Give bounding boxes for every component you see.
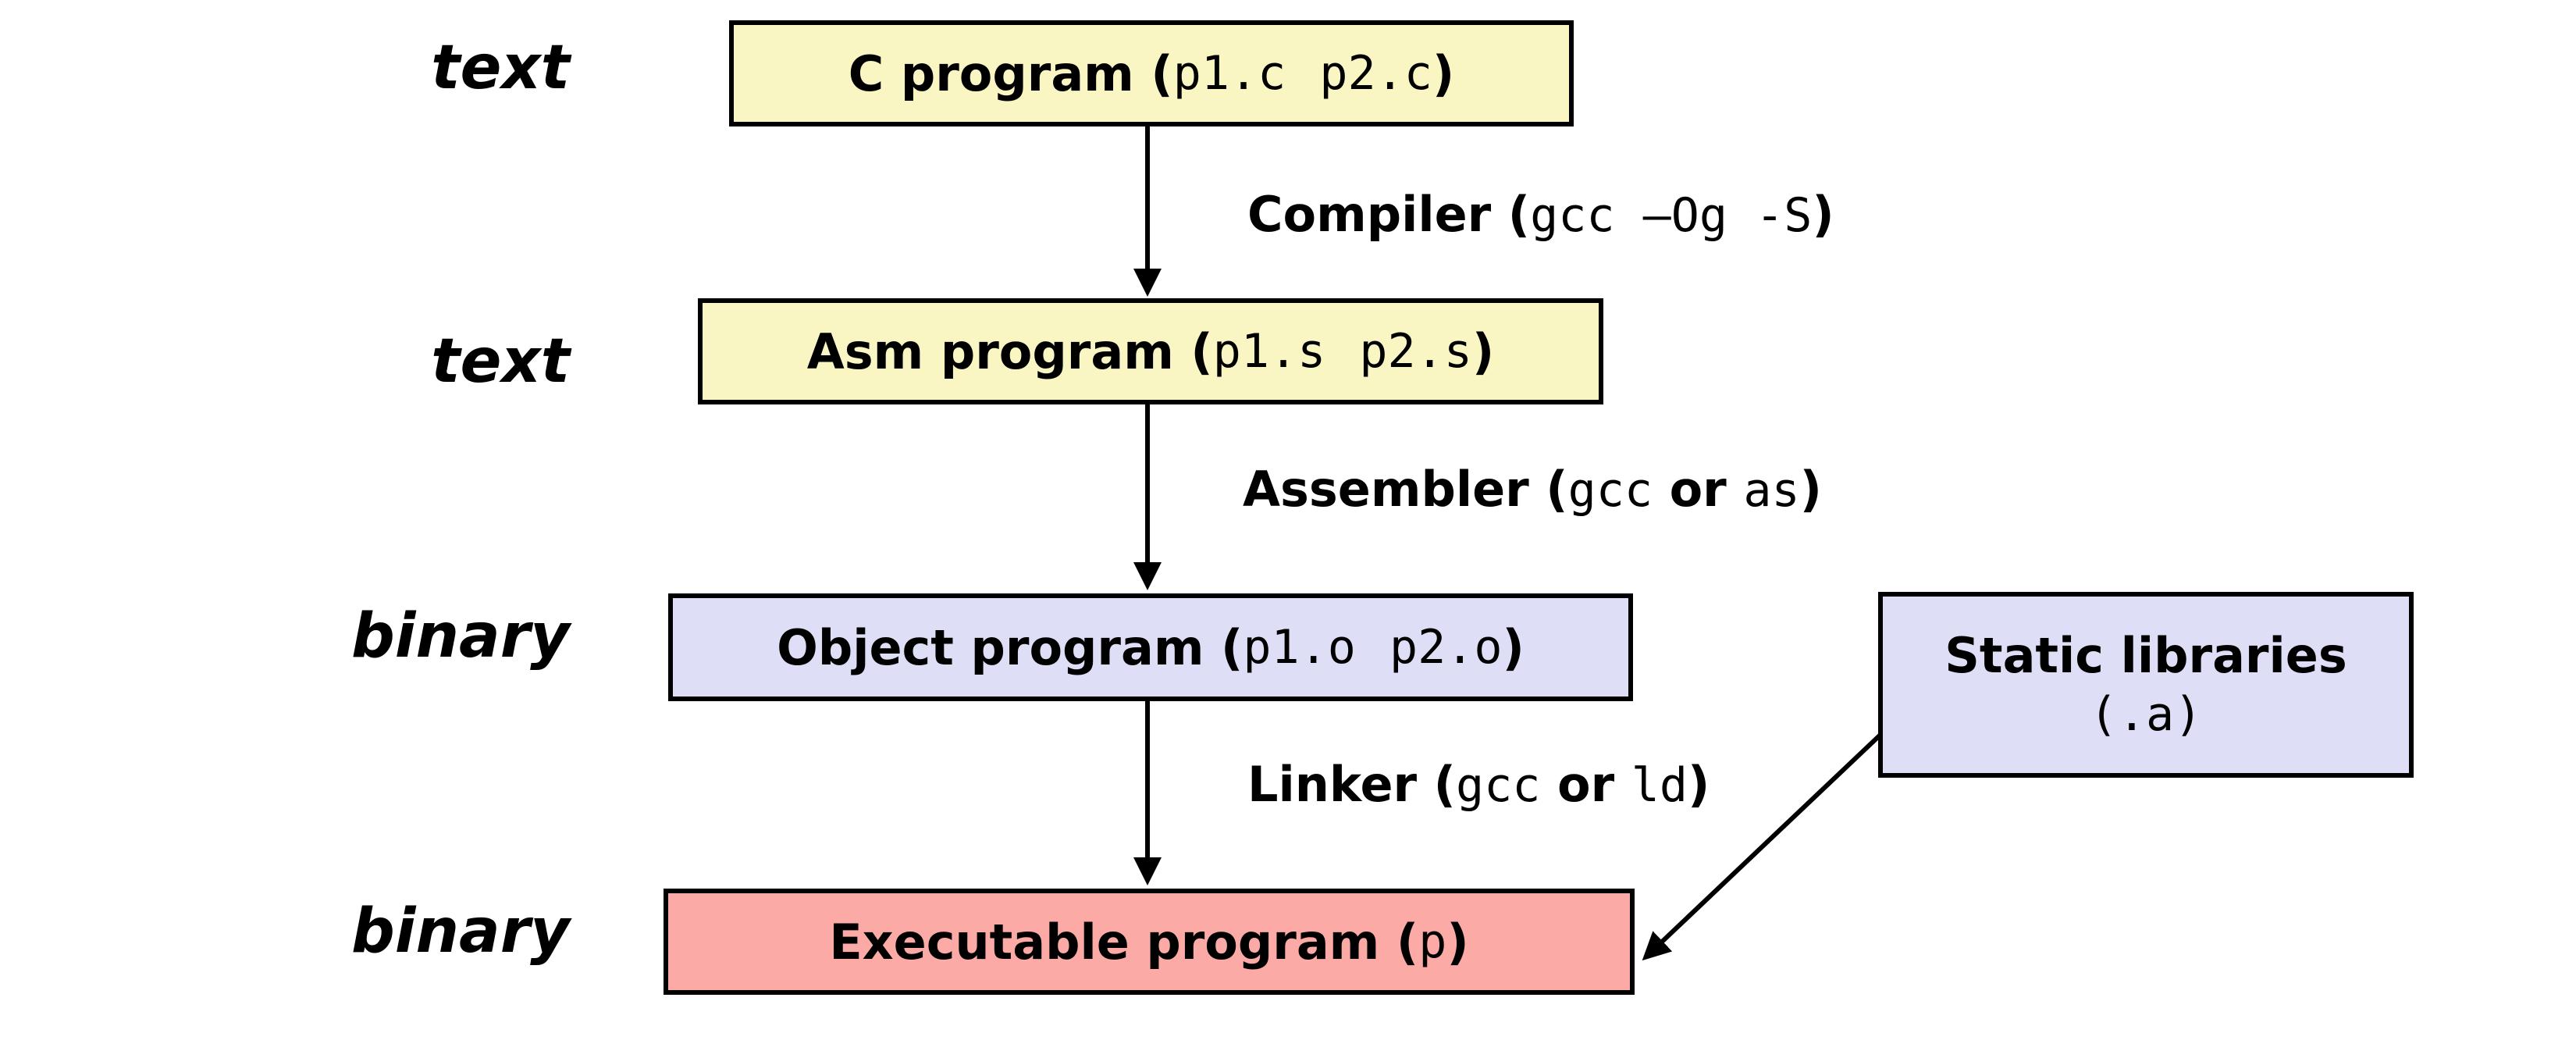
object-program-file-2: p2.o xyxy=(1389,620,1503,675)
static-libraries-label: Static libraries xyxy=(1944,626,2347,684)
object-program-label: Object program ( xyxy=(777,618,1244,676)
executable-program-file: p xyxy=(1418,914,1447,969)
executable-program-box: Executable program (p) xyxy=(664,889,1635,995)
compiler-label: Compiler ( xyxy=(1247,186,1531,243)
assembler-tool-2: as xyxy=(1743,463,1800,518)
object-program-file-1: p1.o xyxy=(1243,620,1356,675)
asm-program-label: Asm program ( xyxy=(806,322,1213,380)
compiler-command: gcc –Og -S xyxy=(1530,188,1813,243)
linker-step-label: Linker (gcc or ld) xyxy=(1247,756,1710,813)
c-program-label: C program ( xyxy=(848,45,1173,102)
static-libraries-extension: (.a) xyxy=(2089,687,2203,743)
c-program-file-2: p2.c xyxy=(1319,46,1432,101)
linker-close: ) xyxy=(1687,756,1710,813)
c-program-close: ) xyxy=(1432,45,1455,102)
asm-program-box: Asm program (p1.s p2.s) xyxy=(698,298,1603,404)
assembler-tool-1: gcc xyxy=(1567,463,1653,518)
object-program-close: ) xyxy=(1502,618,1525,676)
stage-label-executable-program: binary xyxy=(350,896,570,967)
assembler-step-label: Assembler (gcc or as) xyxy=(1243,461,1822,518)
linker-tool-1: gcc xyxy=(1456,758,1541,813)
compiler-close: ) xyxy=(1812,186,1834,243)
c-program-file-1: p1.c xyxy=(1172,46,1286,101)
compiler-step-label: Compiler (gcc –Og -S) xyxy=(1247,186,1834,243)
assembler-or: or xyxy=(1653,461,1744,518)
stage-label-asm-program: text xyxy=(431,326,570,397)
stage-label-c-program: text xyxy=(431,33,570,103)
executable-program-label: Executable program ( xyxy=(829,913,1419,971)
executable-program-close: ) xyxy=(1446,913,1469,971)
linker-tool-2: ld xyxy=(1631,758,1688,813)
asm-program-file-2: p2.s xyxy=(1359,324,1472,379)
linker-label: Linker ( xyxy=(1247,756,1457,813)
arrow-libraries-to-executable xyxy=(1642,730,1885,961)
assembler-close: ) xyxy=(1799,461,1822,518)
object-program-box: Object program (p1.o p2.o) xyxy=(668,593,1633,701)
linker-or: or xyxy=(1540,756,1631,813)
asm-program-close: ) xyxy=(1471,322,1495,380)
c-program-box: C program (p1.c p2.c) xyxy=(729,20,1574,126)
static-libraries-box: Static libraries (.a) xyxy=(1878,592,2414,778)
assembler-label: Assembler ( xyxy=(1243,461,1568,518)
stage-label-object-program: binary xyxy=(350,601,570,672)
asm-program-file-1: p1.s xyxy=(1212,324,1326,379)
